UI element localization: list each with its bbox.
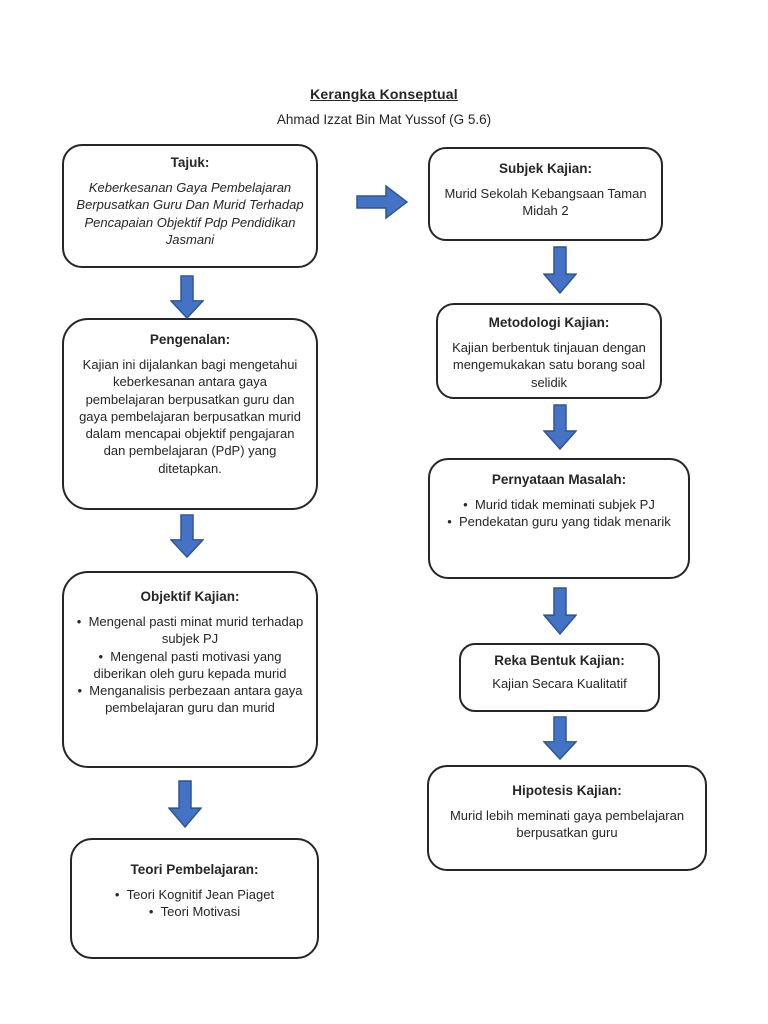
box-pengenalan-heading: Pengenalan: (149, 332, 231, 347)
box-metodologi-heading: Metodologi Kajian: (488, 315, 610, 330)
box-reka-bentuk: Reka Bentuk Kajian: Kajian Secara Kualit… (459, 643, 660, 712)
box-reka-bentuk-heading: Reka Bentuk Kajian: (494, 653, 625, 668)
teori-bullet-2: Teori Motivasi (149, 903, 240, 920)
objektif-bullet-3: Menganalisis perbezaan antara gaya pembe… (76, 682, 304, 717)
box-pengenalan: Pengenalan: Kajian ini dijalankan bagi m… (62, 318, 318, 510)
box-pernyataan-heading: Pernyataan Masalah: (491, 472, 627, 487)
box-pengenalan-body: Kajian ini dijalankan bagi mengetahui ke… (79, 357, 301, 476)
box-subjek-body: Murid Sekolah Kebangsaan Taman Midah 2 (444, 186, 647, 219)
arrow-down-icon (543, 716, 577, 760)
arrow-down-icon (543, 404, 577, 450)
page-subtitle: Ahmad Izzat Bin Mat Yussof (G 5.6) (276, 112, 492, 127)
page-title: Kerangka Konseptual (310, 86, 458, 102)
arrow-down-icon (543, 246, 577, 294)
arrow-down-icon (543, 587, 577, 635)
objektif-bullet-2: Mengenal pasti motivasi yang diberikan o… (76, 648, 304, 683)
box-objektif-heading: Objektif Kajian: (140, 589, 240, 604)
box-subjek: Subjek Kajian: Murid Sekolah Kebangsaan … (428, 147, 663, 241)
arrow-down-icon (168, 780, 202, 828)
box-objektif: Objektif Kajian: Mengenal pasti minat mu… (62, 571, 318, 768)
box-teori-heading: Teori Pembelajaran: (130, 862, 259, 877)
box-tajuk-heading: Tajuk: (170, 155, 210, 170)
box-metodologi: Metodologi Kajian: Kajian berbentuk tinj… (436, 303, 662, 399)
pernyataan-bullet-2: Pendekatan guru yang tidak menarik (447, 513, 671, 530)
objektif-bullet-1: Mengenal pasti minat murid terhadap subj… (76, 613, 304, 648)
box-teori: Teori Pembelajaran: Teori Kognitif Jean … (70, 838, 319, 959)
box-subjek-heading: Subjek Kajian: (498, 161, 593, 176)
arrow-right-icon (356, 184, 408, 220)
box-hipotesis: Hipotesis Kajian: Murid lebih meminati g… (427, 765, 707, 871)
box-hipotesis-body: Murid lebih meminati gaya pembelajaran b… (449, 808, 685, 841)
box-metodologi-body: Kajian berbentuk tinjauan dengan mengemu… (452, 340, 646, 390)
pernyataan-bullet-1: Murid tidak meminati subjek PJ (463, 496, 655, 513)
box-tajuk-body: Keberkesanan Gaya Pembelajaran Berpusatk… (76, 180, 304, 247)
box-tajuk: Tajuk: Keberkesanan Gaya Pembelajaran Be… (62, 144, 318, 268)
box-reka-bentuk-body: Kajian Secara Kualitatif (492, 676, 627, 691)
teori-bullet-1: Teori Kognitif Jean Piaget (115, 886, 274, 903)
box-pernyataan: Pernyataan Masalah: Murid tidak meminati… (428, 458, 690, 579)
arrow-down-icon (170, 514, 204, 558)
box-hipotesis-heading: Hipotesis Kajian: (512, 783, 622, 798)
arrow-down-icon (170, 275, 204, 319)
